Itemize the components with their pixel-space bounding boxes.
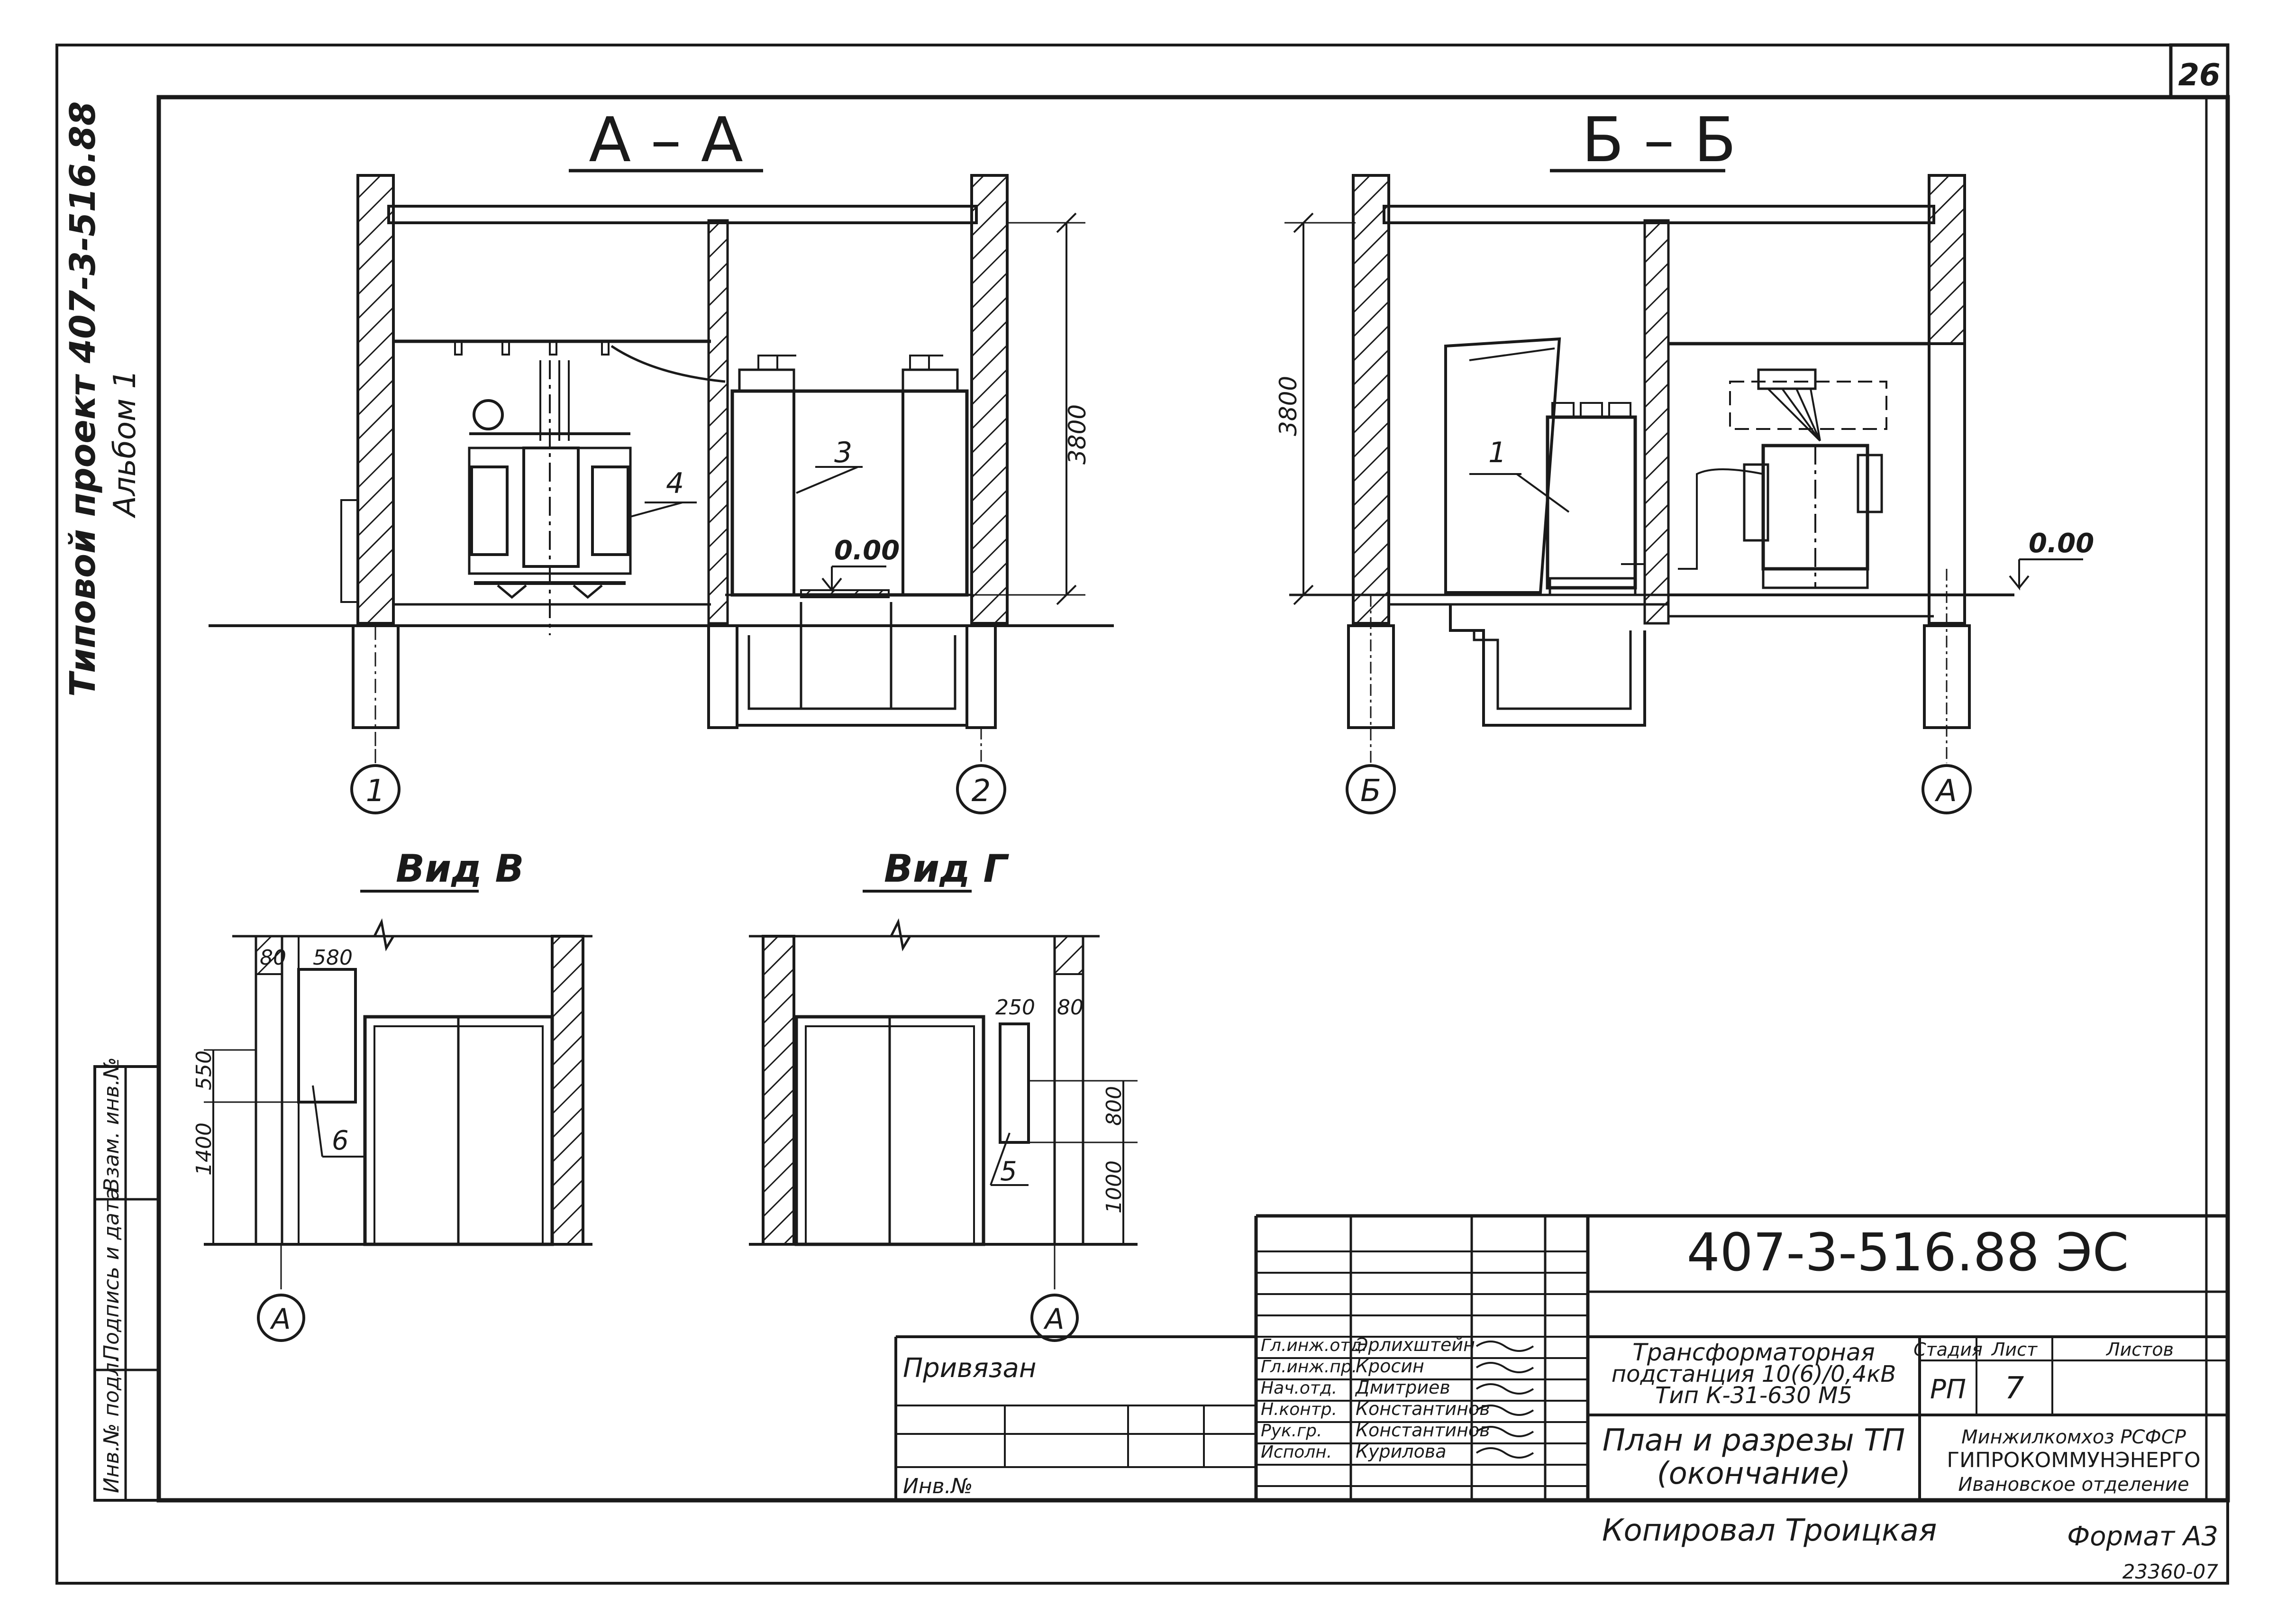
svg-text:Б: Б: [1360, 774, 1381, 809]
view-v: Вид В А 80 580 550 1400 6: [192, 847, 592, 1342]
wall-left: [356, 174, 395, 625]
svg-text:Гл.инж.пр.: Гл.инж.пр.: [1261, 1357, 1357, 1377]
wall-b-right: [1928, 174, 1966, 345]
format-label: Формат А3: [2067, 1521, 2218, 1552]
svg-text:Трансформаторная: Трансформаторная: [1632, 1339, 1875, 1366]
transformer-1: [1546, 415, 1637, 590]
dim-height-bb: 3800: [1275, 376, 1302, 436]
svg-text:800: 800: [1102, 1086, 1126, 1126]
wall-right: [970, 174, 1009, 625]
svg-text:1000: 1000: [1102, 1160, 1126, 1213]
left-strip: Инв.№ подл. Подпись и дата Взам. инв.№: [93, 1057, 160, 1502]
svg-text:Константинов: Константинов: [1356, 1398, 1490, 1419]
side-project-text: Типовой проект 407-3-516.88: [63, 101, 103, 697]
side-album-text: Альбом 1: [108, 370, 143, 519]
inv-label: Инв.№: [903, 1474, 973, 1498]
svg-text:Инв.№ подл.: Инв.№ подл.: [100, 1356, 124, 1493]
axis-marker-a: [1922, 764, 1972, 814]
callout-4: 4: [666, 467, 684, 500]
title-block: Гл.инж.отд. Гл.инж.пр. Нач.отд. Н.контр.…: [894, 1214, 2228, 1500]
svg-text:Рук.гр.: Рук.гр.: [1261, 1421, 1322, 1441]
svg-text:80: 80: [1057, 995, 1084, 1020]
svg-text:7: 7: [2005, 1371, 2024, 1406]
svg-text:6: 6: [332, 1125, 349, 1156]
wall-b-middle: [1643, 219, 1670, 625]
copied-by: Копировал Троицкая: [1602, 1513, 1937, 1548]
view-g-title: Вид Г: [884, 847, 1009, 891]
svg-text:580: 580: [313, 946, 353, 970]
svg-text:Н.контр.: Н.контр.: [1261, 1400, 1337, 1419]
privyazan-label: Привязан: [903, 1353, 1036, 1384]
svg-text:РП: РП: [1930, 1374, 1966, 1405]
level-mark-aa: 0.00: [834, 535, 900, 566]
svg-text:Константинов: Константинов: [1356, 1420, 1490, 1441]
svg-text:(окончание): (окончание): [1657, 1456, 1851, 1491]
section-bb-title: Б – Б: [1582, 104, 1736, 176]
svg-text:А: А: [269, 1303, 291, 1336]
svg-text:Эрлихштейн: Эрлихштейн: [1355, 1334, 1475, 1355]
svg-text:Дмитриев: Дмитриев: [1355, 1377, 1450, 1398]
axis-marker-b: [1346, 764, 1396, 814]
dim-height-aa: 3800: [1064, 404, 1091, 465]
page-number-box: [2169, 43, 2230, 99]
axis-marker-1: [350, 764, 401, 814]
wall-middle: [707, 219, 729, 625]
svg-text:Стадия: Стадия: [1913, 1339, 1983, 1360]
view-v-title: Вид В: [396, 847, 524, 891]
svg-text:Минжилкомхоз РСФСР: Минжилкомхоз РСФСР: [1961, 1426, 2186, 1448]
doc-number: 23360-07: [2122, 1560, 2218, 1583]
svg-text:Ивановское отделение: Ивановское отделение: [1958, 1474, 2189, 1496]
svg-text:А: А: [1043, 1303, 1064, 1336]
svg-text:Нач.отд.: Нач.отд.: [1261, 1378, 1337, 1398]
section-bb: Б – Б 1: [1275, 104, 2094, 814]
svg-text:550: 550: [192, 1050, 216, 1090]
svg-text:Курилова: Курилова: [1356, 1441, 1447, 1462]
page-number: 26: [2178, 58, 2220, 93]
svg-text:подстанция 10(6)/0,4кВ: подстанция 10(6)/0,4кВ: [1612, 1361, 1896, 1387]
svg-text:Тип К-31-630 М5: Тип К-31-630 М5: [1655, 1382, 1852, 1409]
callout-1: 1: [1488, 436, 1506, 469]
inner-frame: [156, 95, 2230, 1503]
svg-text:1400: 1400: [192, 1122, 216, 1176]
svg-text:План и разрезы ТП: План и разрезы ТП: [1603, 1423, 1905, 1458]
svg-text:Взам. инв.№: Взам. инв.№: [100, 1057, 124, 1192]
svg-text:Гл.инж.отд.: Гл.инж.отд.: [1261, 1336, 1367, 1355]
level-mark-bb: 0.00: [2029, 528, 2094, 559]
section-aa-title: А – А: [589, 104, 743, 176]
svg-text:80: 80: [260, 946, 286, 970]
svg-text:Кросин: Кросин: [1356, 1356, 1424, 1377]
svg-text:5: 5: [1000, 1156, 1017, 1187]
view-g: Вид Г А 250 80 800 1000 5: [749, 847, 1138, 1342]
svg-text:Листов: Листов: [2105, 1339, 2174, 1360]
svg-text:250: 250: [995, 995, 1035, 1020]
section-aa: А – А: [209, 104, 1114, 814]
svg-text:Исполн.: Исполн.: [1261, 1442, 1332, 1462]
callout-3: 3: [834, 436, 852, 469]
axis-marker-2: [956, 764, 1006, 814]
roof-slab: [387, 205, 978, 224]
wall-b-left: [1352, 174, 1390, 625]
svg-text:А: А: [1934, 774, 1957, 809]
roof-slab-b: [1383, 205, 1935, 224]
svg-text:2: 2: [972, 774, 991, 809]
svg-text:Подпись и дата: Подпись и дата: [100, 1188, 124, 1360]
svg-text:ГИПРОКОММУНЭНЕРГО: ГИПРОКОММУНЭНЕРГО: [1947, 1448, 2200, 1472]
svg-text:Лист: Лист: [1991, 1339, 2038, 1360]
svg-text:1: 1: [366, 774, 385, 809]
doc-code: 407-3-516.88 ЭС: [1687, 1222, 2129, 1283]
